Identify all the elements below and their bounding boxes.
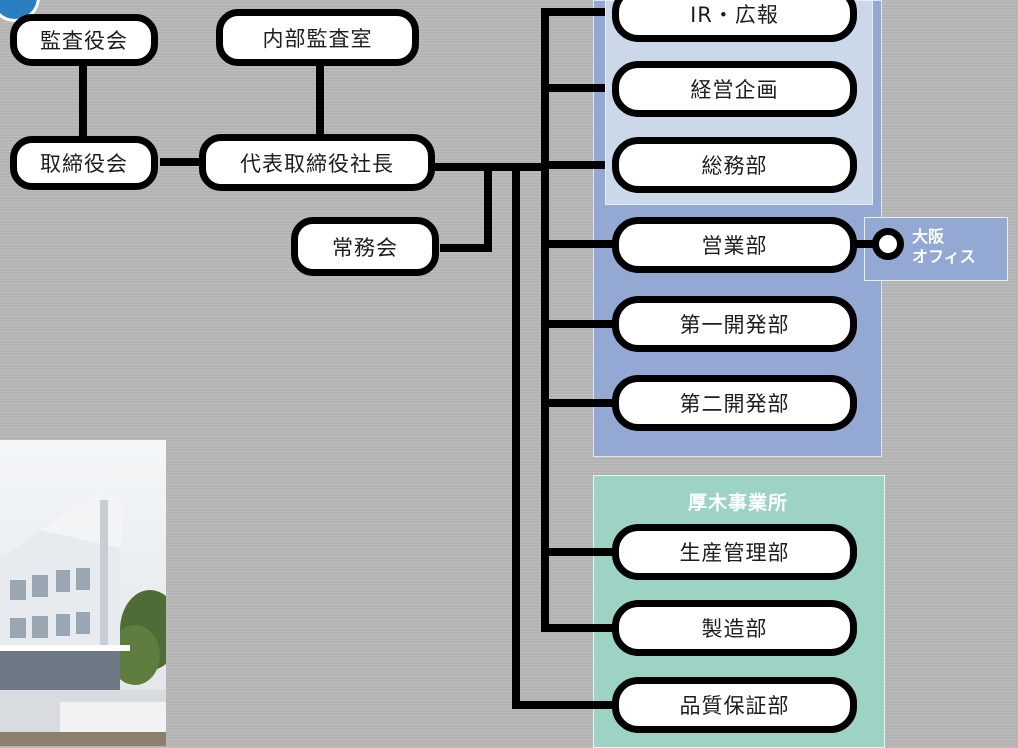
connector	[541, 161, 621, 169]
connector	[316, 60, 324, 142]
node-daini-kaihatsu: 第二開発部	[612, 375, 857, 431]
node-seizobu: 製造部	[612, 600, 857, 656]
connector	[440, 244, 492, 252]
node-shacho: 代表取締役社長	[199, 134, 435, 191]
building-photo	[0, 440, 166, 746]
connector	[79, 60, 87, 142]
node-keiei-kikaku: 経営企画	[612, 61, 857, 117]
osaka-office-label-2: オフィス	[912, 247, 976, 266]
node-jomukai: 常務会	[291, 217, 439, 276]
connector	[541, 320, 621, 328]
node-somubu: 総務部	[612, 137, 857, 193]
osaka-office-box	[864, 217, 1008, 281]
node-seisan-kanri: 生産管理部	[612, 524, 857, 580]
ring-marker-icon	[872, 228, 904, 260]
connector	[541, 624, 621, 632]
connector	[512, 163, 520, 709]
atsugi-panel-title: 厚木事業所	[687, 492, 788, 514]
node-torishimariyakukai: 取締役会	[10, 136, 158, 190]
connector	[160, 158, 204, 166]
node-hinshitsu-hosho: 品質保証部	[612, 677, 857, 733]
connector	[512, 701, 622, 709]
node-daiichi-kaihatsu: 第一開発部	[612, 296, 857, 352]
connector	[541, 8, 621, 16]
connector	[541, 240, 621, 248]
node-naibu-kansa: 内部監査室	[216, 9, 419, 66]
node-kansayakukai: 監査役会	[10, 14, 158, 66]
connector	[840, 240, 880, 248]
connector	[541, 548, 621, 556]
connector	[484, 163, 492, 252]
node-eigyobu: 営業部	[612, 217, 857, 273]
osaka-office-label-1: 大阪	[912, 227, 945, 246]
connector	[541, 399, 621, 407]
connector	[541, 84, 621, 92]
node-ir-koho: IR・広報	[612, 0, 857, 42]
